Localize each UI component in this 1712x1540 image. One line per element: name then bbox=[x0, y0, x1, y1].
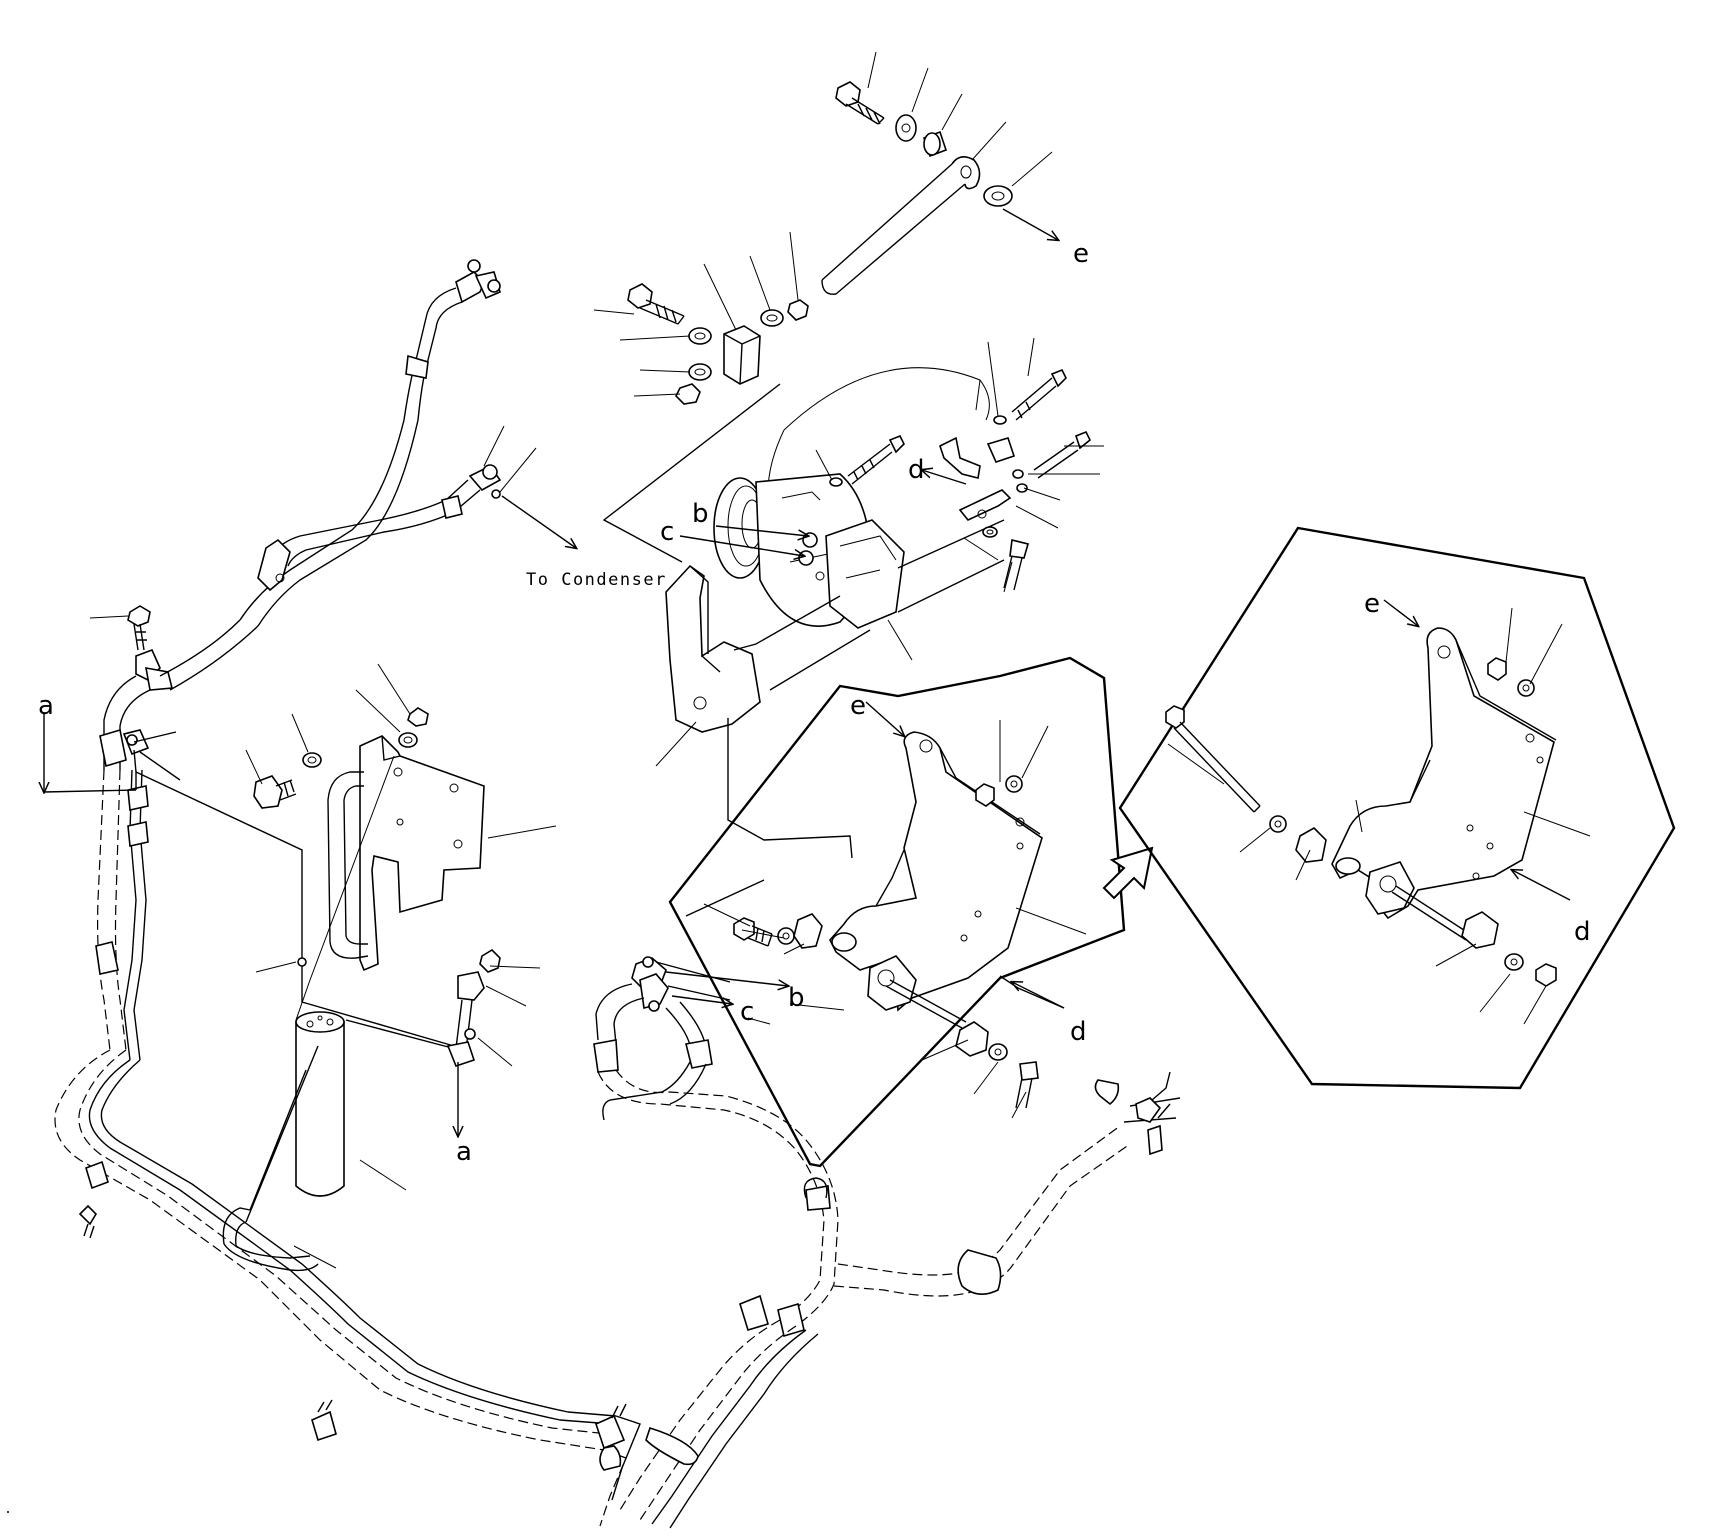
pivot-boss-right bbox=[1365, 861, 1415, 915]
middle-hoses: b c bbox=[593, 956, 1181, 1529]
leader-lines-right bbox=[1167, 607, 1591, 1025]
arrow-c-compressor bbox=[679, 535, 804, 556]
arrow-b-hose bbox=[665, 971, 788, 986]
link-rod-assembly: e bbox=[821, 51, 1089, 295]
bolt-middle-left bbox=[733, 913, 823, 949]
arrow-to-condenser bbox=[501, 495, 576, 548]
detail-frame-middle bbox=[668, 656, 1126, 1168]
leader-lines-left bbox=[245, 663, 557, 1269]
detail-frame-right bbox=[1118, 526, 1676, 1090]
bolt-compressor-bottom bbox=[982, 526, 1029, 591]
arrow-d-top bbox=[922, 470, 967, 485]
leader-lines-middle bbox=[747, 1003, 845, 1025]
bolt-right-upper bbox=[1487, 657, 1535, 697]
label-b-hose: b bbox=[788, 983, 805, 1013]
rubber-mount bbox=[723, 325, 761, 385]
bolt-top bbox=[835, 81, 885, 125]
u-bolt bbox=[222, 1045, 319, 1272]
washer-link bbox=[983, 185, 1013, 207]
receiver-fitting bbox=[446, 948, 501, 1067]
label-d-right: d bbox=[1574, 917, 1591, 947]
compressor-bracket bbox=[665, 564, 761, 733]
leader-lines-upper bbox=[483, 425, 537, 493]
spacer-top bbox=[922, 130, 948, 158]
label-c-compressor: c bbox=[660, 517, 674, 547]
compressor-head bbox=[825, 519, 905, 629]
bracket-bolt-group bbox=[593, 231, 809, 563]
label-e-top: e bbox=[1073, 239, 1089, 269]
bolt-middle-upper bbox=[975, 775, 1023, 807]
bolt-bracket-left bbox=[253, 707, 429, 809]
arrow-e-top bbox=[1002, 208, 1058, 240]
label-c-hose: c bbox=[740, 997, 754, 1027]
receiver-drier-bracket bbox=[359, 735, 485, 972]
arrow-e-right bbox=[1383, 599, 1418, 626]
compressor: d b c bbox=[655, 337, 1104, 767]
label-e-middle: e bbox=[850, 691, 866, 721]
upper-hoses: To Condenser bbox=[239, 259, 667, 627]
link-rod bbox=[821, 156, 981, 295]
hose-fitting-compressor bbox=[631, 956, 669, 1012]
label-a-bottom: a bbox=[456, 1137, 472, 1167]
bracket-plate-right bbox=[1331, 627, 1557, 920]
compressor-bolts bbox=[829, 368, 1092, 493]
bolt-right-lower bbox=[1461, 911, 1557, 987]
label-a-left: a bbox=[38, 691, 54, 721]
label-d-top: d bbox=[908, 455, 925, 485]
leader-lines-middle-detail bbox=[703, 720, 1087, 1119]
label-e-right: e bbox=[1364, 589, 1380, 619]
hose-fitting-mid bbox=[468, 464, 502, 499]
label-b-compressor: b bbox=[692, 499, 709, 529]
clamp-upper bbox=[257, 538, 291, 592]
label-to-condenser: To Condenser bbox=[526, 570, 667, 590]
long-bolt-right bbox=[1165, 705, 1261, 813]
bolt-bracket bbox=[627, 283, 685, 325]
adjusting-plate bbox=[939, 436, 1016, 521]
leader-lines-compressor bbox=[655, 337, 1104, 767]
arrow-b-compressor bbox=[715, 525, 808, 536]
hose-fitting-top bbox=[455, 259, 501, 304]
arrow-d-right bbox=[1512, 870, 1571, 901]
detail-view-middle: e d bbox=[668, 656, 1126, 1168]
detail-pointer-arrow bbox=[1102, 846, 1154, 900]
washer-top bbox=[895, 114, 917, 142]
detail-view-right: e d bbox=[1118, 526, 1676, 1090]
arrow-e-middle bbox=[865, 701, 904, 736]
bolt-middle-lower bbox=[955, 1021, 1039, 1109]
receiver-drier bbox=[295, 1011, 345, 1197]
leader-lines-bracket bbox=[593, 231, 799, 397]
bracket-plate-middle bbox=[829, 731, 1043, 1012]
arrow-d-middle bbox=[1012, 982, 1065, 1009]
arrow-c-hose bbox=[671, 995, 732, 1004]
leader-lines-top bbox=[867, 51, 1053, 187]
label-d-middle: d bbox=[1070, 1017, 1087, 1047]
left-hoses: a bbox=[38, 605, 617, 1451]
